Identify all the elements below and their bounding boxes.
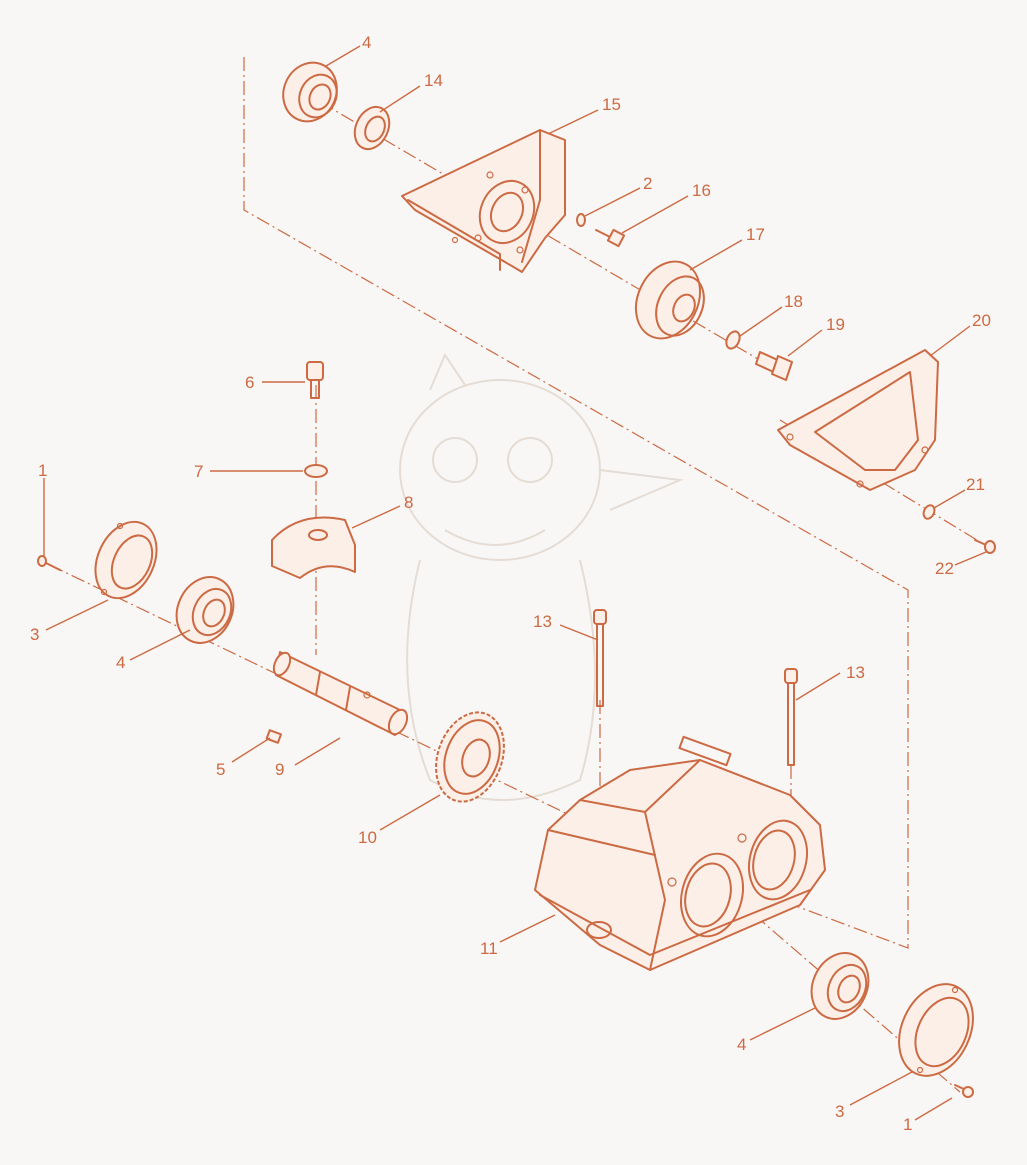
callout-7: 7	[194, 462, 203, 481]
callout-8: 8	[404, 493, 413, 512]
mounting-bracket	[401, 129, 566, 273]
callout-3-left: 3	[30, 625, 39, 644]
cap-screw	[306, 361, 324, 399]
watermark-illustration	[399, 352, 684, 801]
callout-4-lower: 4	[737, 1035, 746, 1054]
end-cover-left	[94, 520, 158, 600]
callout-16: 16	[692, 181, 711, 200]
shaft-clamp	[271, 516, 356, 579]
callout-2: 2	[643, 174, 652, 193]
bearing-lower	[810, 952, 870, 1020]
bearing-top	[282, 61, 338, 123]
seal-ring	[353, 105, 391, 151]
washer-clamp	[304, 464, 328, 478]
callout-13-right: 13	[846, 663, 865, 682]
bolt-pulley	[755, 351, 793, 381]
callout-10: 10	[358, 828, 377, 847]
callout-18: 18	[784, 292, 803, 311]
shaft-key	[265, 729, 283, 744]
callout-1-top: 1	[38, 461, 47, 480]
washer-pulley	[725, 330, 741, 350]
callout-4-middle: 4	[116, 653, 125, 672]
screw-cover	[974, 539, 996, 554]
callout-20: 20	[972, 311, 991, 330]
callout-17: 17	[746, 225, 765, 244]
bearing-middle	[175, 576, 235, 644]
end-cover-lower	[898, 983, 974, 1077]
long-bolt-left	[593, 609, 607, 707]
gearbox-housing	[534, 735, 826, 971]
screw-left-cover	[37, 555, 61, 571]
callout-14: 14	[424, 71, 443, 90]
callout-9: 9	[275, 760, 284, 779]
screw-lower-cover	[954, 1084, 974, 1098]
callout-22: 22	[935, 559, 954, 578]
callout-15: 15	[602, 95, 621, 114]
callout-13-left: 13	[533, 612, 552, 631]
callout-11: 11	[480, 939, 498, 958]
callout-1-lower: 1	[903, 1115, 912, 1134]
callout-4: 4	[362, 33, 371, 52]
callout-labels: 4 14 15 2 16 17 18 19 20 6 7 8 1 21 22 3…	[30, 33, 991, 1134]
callout-5: 5	[216, 760, 225, 779]
pulley-flange	[634, 260, 705, 340]
long-bolt-right	[784, 668, 798, 766]
callout-19: 19	[826, 315, 845, 334]
washer-small	[576, 213, 586, 227]
callout-6: 6	[245, 373, 254, 392]
callout-21: 21	[966, 475, 985, 494]
cover-gasket	[777, 349, 939, 491]
screw-bracket	[595, 228, 626, 248]
callout-3-lower: 3	[835, 1102, 844, 1121]
spur-gear	[435, 711, 505, 803]
leader-lines	[43, 45, 987, 1121]
washer-cover	[922, 504, 936, 520]
drive-shaft	[272, 651, 409, 736]
